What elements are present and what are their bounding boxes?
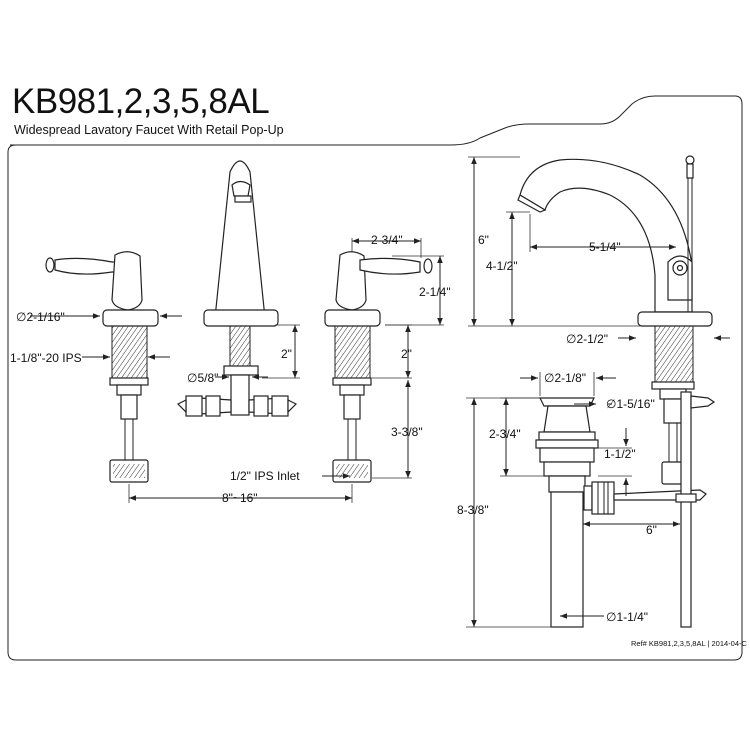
label-flange-top: ∅2-1/8"	[544, 371, 586, 385]
label-flange-hole: ∅1-5/16"	[606, 397, 655, 411]
label-overall-length: 8-3/8"	[457, 503, 489, 517]
label-nut-height: 1-1/2"	[604, 447, 636, 461]
label-spout-shank-length: 2"	[281, 347, 292, 361]
label-handle-height: 2-1/4"	[419, 285, 451, 299]
label-supply-length: 3-3/8"	[391, 425, 423, 439]
label-spout-base: ∅2-1/2"	[566, 332, 608, 346]
label-spout-reach: 5-1/4"	[589, 240, 621, 254]
label-spout-height: 4-1/2"	[486, 259, 518, 273]
label-inlet: 1/2" IPS Inlet	[230, 469, 300, 483]
label-tail-piece: ∅1-1/4"	[606, 610, 648, 624]
label-overall-height: 6"	[478, 233, 489, 247]
label-shank-thread: 1-1/8"-20 IPS	[10, 351, 82, 365]
product-subtitle: Widespread Lavatory Faucet With Retail P…	[14, 123, 284, 137]
sheet-border	[7, 95, 743, 661]
right-valve-shank	[332, 325, 372, 483]
popup-lift-rod	[685, 155, 695, 312]
label-body-depth: 2-3/4"	[489, 427, 521, 441]
front-dimension-lines	[30, 238, 444, 503]
drain-dimension-lines	[466, 372, 680, 628]
model-number: KB981,2,3,5,8AL	[12, 82, 270, 121]
left-valve-shank	[109, 325, 149, 483]
label-handle-spread: 2-3/4"	[371, 233, 403, 247]
popup-drain-assembly	[535, 391, 716, 628]
side-spout	[517, 158, 713, 485]
label-centers: 8"~16"	[222, 491, 258, 505]
right-handle	[324, 251, 433, 327]
center-spout	[176, 160, 298, 417]
label-handle-flange: ∅2-1/16"	[16, 310, 65, 324]
label-handle-shank-length: 2"	[401, 347, 412, 361]
left-handle	[45, 251, 159, 327]
side-dimension-lines	[468, 156, 730, 341]
label-rod-reach: 6"	[646, 523, 657, 537]
label-spout-shank: ∅5/8"	[187, 371, 218, 385]
reference-number: Ref# KB981,2,3,5,8AL | 2014-04-C	[631, 639, 747, 648]
